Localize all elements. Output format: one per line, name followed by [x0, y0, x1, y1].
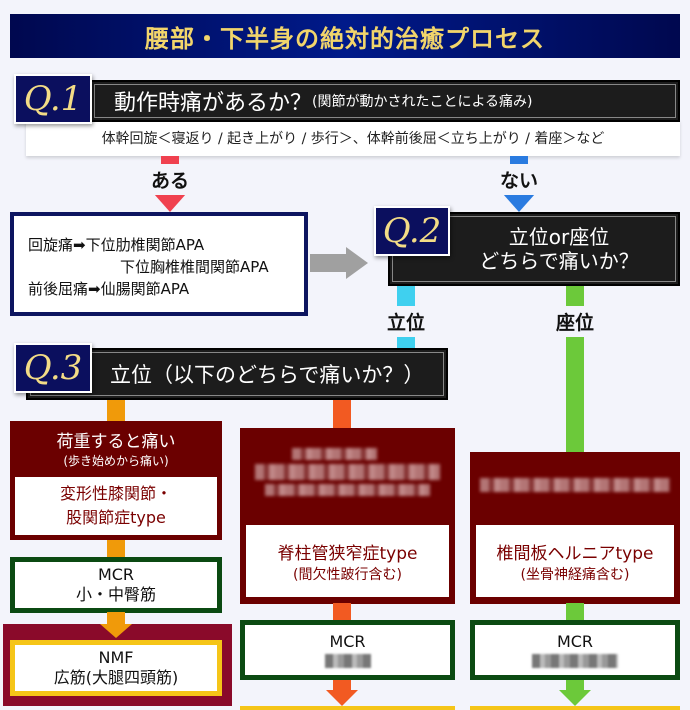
nmf-muscle: 広筋(大腿四頭筋)	[53, 668, 179, 687]
apa-box: 回旋痛➡下位肋椎関節APA 下位胸椎椎間関節APA 前後屈痛➡仙腸関節APA	[10, 212, 308, 316]
q1-note: (関節が動かされたことによる痛み)	[312, 94, 533, 110]
col2-mcr-label: MCR	[329, 632, 366, 651]
col1-line-3	[107, 612, 125, 626]
q2-badge: Q.2	[374, 206, 450, 256]
nmf-label: NMF	[98, 648, 134, 667]
yes-arrow-head	[154, 194, 186, 212]
redacted-text	[324, 654, 371, 668]
redacted-text	[265, 484, 430, 496]
col1-box: 荷重すると痛い (歩き始めから痛い) 変形性膝関節・ 股関節症type	[10, 421, 222, 540]
col3-line-2	[566, 603, 584, 621]
redacted-text	[292, 448, 377, 460]
col2-line-2	[333, 603, 351, 621]
redacted-text	[255, 464, 440, 480]
col2-mcr-box: MCR	[240, 620, 455, 680]
col1-type-1: 変形性膝関節・	[59, 484, 172, 503]
no-label: ない	[489, 164, 549, 195]
q2-line-1: 立位or座位	[508, 225, 610, 249]
q1-examples: 体幹回旋＜寝返り / 起き上がり / 歩行＞、体幹前後屈＜立ち上がり / 着座＞…	[26, 120, 680, 156]
col1-line	[107, 400, 125, 422]
col1-head-2: (歩き始めから痛い)	[63, 454, 169, 468]
col1-line-2	[107, 540, 125, 558]
col1-mcr-box: MCR 小・中臀筋	[10, 557, 222, 613]
col3-mcr-box: MCR	[470, 620, 680, 680]
col2-next-box	[240, 706, 455, 710]
yes-label: ある	[140, 164, 200, 195]
gray-arrow-shaft	[310, 254, 348, 272]
apa-line-2: 下位胸椎椎間関節APA	[120, 258, 269, 276]
page-title: 腰部・下半身の絶対的治癒プロセス	[10, 14, 680, 58]
col1-arrow-head	[100, 624, 132, 638]
standing-label: 立位	[376, 306, 436, 337]
col3-next-box	[470, 706, 680, 710]
col2-box: 脊柱管狭窄症type (間欠性跛行含む)	[240, 428, 455, 604]
gray-arrow-head	[346, 247, 368, 279]
q2-line-2: どちらで痛いか？	[479, 249, 639, 273]
col3-line-3	[566, 680, 584, 692]
col2-type-1: 脊柱管狭窄症type	[277, 543, 418, 564]
col2-line	[333, 400, 351, 430]
q3-bar: 立位（以下のどちらで痛いか？）	[26, 348, 448, 400]
redacted-text	[532, 654, 618, 668]
apa-line-1: 回旋痛➡下位肋椎関節APA	[28, 236, 205, 254]
sitting-label: 座位	[545, 306, 605, 337]
col2-arrow-head	[326, 690, 358, 706]
col3-arrow-head	[559, 690, 591, 706]
col3-type-1: 椎間板ヘルニアtype	[496, 543, 654, 564]
no-arrow-head	[503, 194, 535, 212]
nmf-box: NMF 広筋(大腿四頭筋)	[10, 640, 222, 696]
col3-mcr-label: MCR	[556, 632, 594, 651]
q1-question: 動作時痛があるか？	[114, 91, 313, 116]
col1-head-1: 荷重すると痛い	[56, 432, 176, 452]
col2-type-2: (間欠性跛行含む)	[293, 566, 402, 583]
col1-mcr-label: MCR	[97, 565, 135, 584]
q1-bar: 動作時痛があるか？ (関節が動かされたことによる痛み)	[90, 80, 680, 122]
apa-line-3: 前後屈痛➡仙腸関節APA	[28, 280, 190, 298]
redacted-text	[480, 478, 670, 492]
q3-question: 立位（以下のどちらで痛いか？）	[110, 363, 425, 387]
q1-badge: Q.1	[14, 74, 92, 124]
col2-line-3	[333, 680, 351, 692]
col3-type-2: (坐骨神経痛含む)	[520, 566, 630, 583]
q2-bar: 立位or座位 どちらで痛いか？	[388, 212, 680, 286]
col1-mcr-muscle: 小・中臀筋	[75, 585, 156, 604]
col1-type-2: 股関節症type	[66, 508, 166, 527]
q3-badge: Q.3	[14, 343, 92, 393]
col3-box: 椎間板ヘルニアtype (坐骨神経痛含む)	[470, 452, 680, 604]
